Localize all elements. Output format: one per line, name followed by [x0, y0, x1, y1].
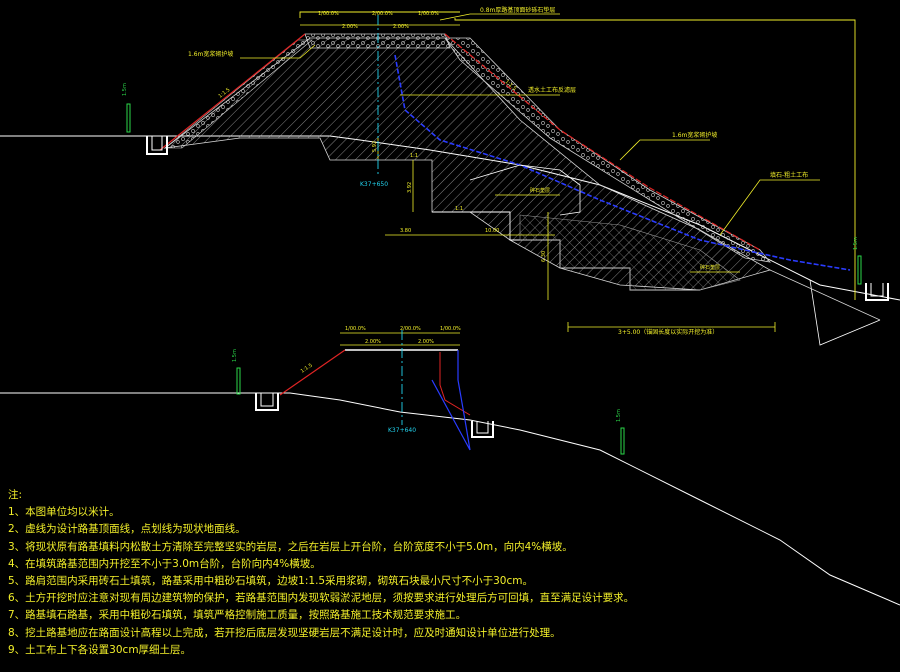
blue-filter-line: [394, 54, 851, 271]
ditch-right-lower: [471, 421, 494, 438]
note-item: 6、土方开挖时应注意对现有周边建筑物的保护，若路基范围内发现软弱淤泥地层，须按要…: [8, 592, 635, 605]
green-marker-1: [126, 103, 131, 133]
ditch-right-upper: [865, 283, 889, 301]
note-item: 3、将现状原有路基填料内松散土方清除至完整坚实的岩层，之后在岩层上开台阶，台阶宽…: [8, 540, 573, 553]
top-pavement-layer: [304, 33, 451, 49]
yellow-frame-right: [454, 18, 856, 300]
notes-block: 注: 1、本图单位均以米计。 2、虚线为设计路基顶面线，点划线为现状地面线。 3…: [8, 487, 708, 659]
ditch-left-lower: [255, 393, 279, 411]
label-lower-slope-right-pct: 2.00%: [418, 339, 434, 345]
label-right-protection: 1.6m宽浆砌护坡: [672, 131, 717, 139]
note-item: 5、路肩范围内采用砖石土填筑，路基采用中粗砂石填筑，边坡1:1.5采用浆砌，砌筑…: [8, 575, 533, 588]
label-side-lower-left: 1.5m: [232, 349, 238, 362]
label-side-right: 1.5m: [853, 237, 859, 250]
ditch-left-inner: [151, 136, 163, 151]
red-slope-left: [159, 33, 306, 151]
green-marker-3: [236, 367, 241, 395]
label-lower-dim-right: 1/00.0%: [440, 326, 461, 332]
label-ratio-b: 1:1: [455, 206, 463, 212]
note-item: 2、虚线为设计路基顶面线，点划线为现状地面线。: [8, 523, 246, 536]
yellow-leader-top: [439, 13, 560, 21]
label-top-dim-right: 1/00.0%: [418, 11, 439, 17]
note-item: 4、在填筑路基范围内开挖至不小于3.0m台阶，台阶向内4%横坡。: [8, 557, 321, 570]
label-lower-top-mid: 2/00.0%: [400, 326, 421, 332]
label-dim-630: 6.30: [541, 251, 547, 262]
yellow-leader-left: [240, 44, 316, 59]
label-left-protection: 1.6m宽浆砌护坡: [188, 50, 233, 58]
ground-line-lower: [0, 392, 900, 606]
ditch-right-inner: [870, 283, 884, 297]
label-side-left: 1.5m: [122, 83, 128, 96]
slope-foot-line: [769, 269, 881, 321]
ditch-left-upper: [146, 136, 168, 155]
label-slope-right-pct: 2.00%: [393, 24, 409, 30]
label-top-dim-left: 1/00.0%: [318, 11, 339, 17]
label-note-right: 3+5.00（锚固长度以实际开挖为准）: [618, 328, 718, 336]
label-dim-h2: 5.92: [372, 141, 378, 152]
bench-upper-lines: [469, 164, 581, 216]
label-lower-slope-left-pct: 2.00%: [365, 339, 381, 345]
label-ratio-a: 1:1: [410, 153, 418, 159]
label-dim-380: 3.80: [400, 228, 411, 234]
label-stake-bottom: K37+640: [388, 427, 416, 434]
green-marker-4: [620, 427, 625, 455]
note-item: 1、本图单位均以米计。: [8, 506, 120, 519]
label-side-lower-right: 1.5m: [616, 409, 622, 422]
label-top-note: 0.8m厚路基顶面砂砾石垫层: [480, 6, 555, 14]
red-slope-right: [444, 33, 761, 251]
bench-fill: [519, 214, 741, 291]
note-item: 9、土工布上下各设置30cm厚细土层。: [8, 643, 192, 656]
note-item: 8、挖土路基地应在路面设计高程以上完成，若开挖后底层发现坚硬岩层不满足设计时，应…: [8, 626, 561, 639]
note-item: 7、路基填石路基，采用中粗砂石填筑，填筑严格控制施工质量，按照路基施工技术规范要…: [8, 609, 467, 622]
label-upper-bench: 碎石垫层: [530, 187, 550, 194]
label-dim-1000: 10.00: [485, 228, 499, 234]
ditch-right-lower-inner: [476, 421, 489, 434]
label-top-dim-mid: 2/00.0%: [372, 11, 393, 17]
label-slope-left-pct: 2.00%: [342, 24, 358, 30]
yellow-leader-rock: [719, 179, 820, 236]
label-lower-dim-left: 1/00.0%: [345, 326, 366, 332]
label-lower-bench: 碎石垫层: [700, 264, 720, 271]
green-marker-2: [857, 255, 862, 285]
yellow-leader-right: [619, 139, 710, 161]
yellow-frame-top: [299, 11, 460, 18]
label-rock-fill: 填石-粗土工布: [770, 171, 808, 179]
notes-heading: 注:: [8, 489, 23, 501]
ditch-left-lower-inner: [260, 393, 274, 407]
slope-foot-right: [809, 279, 881, 346]
label-stake-top: K37+650: [360, 181, 388, 188]
lower-red-wall: [439, 352, 471, 416]
lower-blue-wall: [431, 350, 471, 451]
label-dim-h1: 3.92: [407, 182, 413, 193]
lower-red-slope: [279, 349, 346, 396]
label-filter-layer: 透水土工布反滤层: [528, 86, 576, 94]
